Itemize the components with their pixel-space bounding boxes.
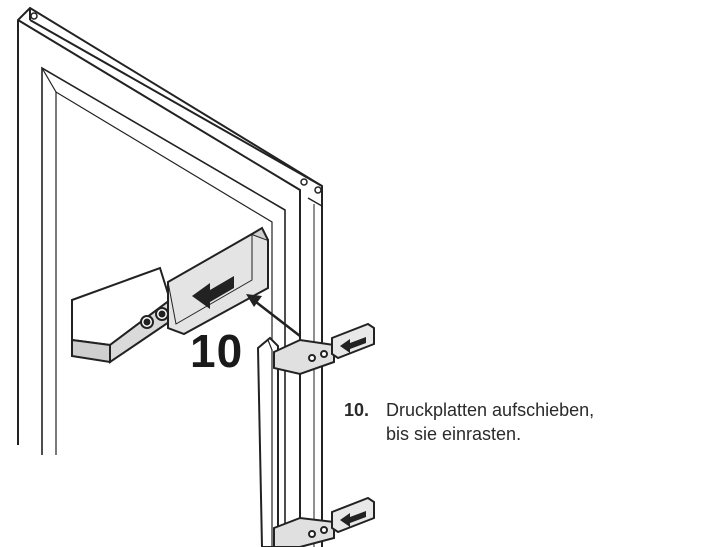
screw-top-right-2 bbox=[314, 186, 322, 194]
instruction-text: 10. Druckplatten aufschieben, bis sie ein… bbox=[344, 398, 594, 446]
inner-handle bbox=[71, 266, 174, 364]
outer-handle bbox=[256, 336, 335, 547]
screw-top-right bbox=[300, 178, 308, 186]
arrow-left-icon bbox=[340, 337, 366, 353]
right-plate-top bbox=[331, 322, 375, 360]
step-number: 10 bbox=[190, 325, 244, 377]
pressure-plate bbox=[167, 226, 269, 336]
instruction-number: 10. bbox=[344, 400, 370, 420]
right-plate-bottom bbox=[331, 496, 375, 534]
door-frame bbox=[17, 6, 323, 547]
arrow-left-icon bbox=[192, 276, 234, 309]
instruction-line-2: bis sie einrasten. bbox=[386, 424, 522, 444]
screw-top-left bbox=[30, 12, 38, 20]
arrow-left-icon bbox=[340, 511, 366, 527]
instruction-line-1: Druckplatten aufschieben, bbox=[386, 400, 595, 420]
pointer-arrow-icon bbox=[246, 294, 301, 337]
